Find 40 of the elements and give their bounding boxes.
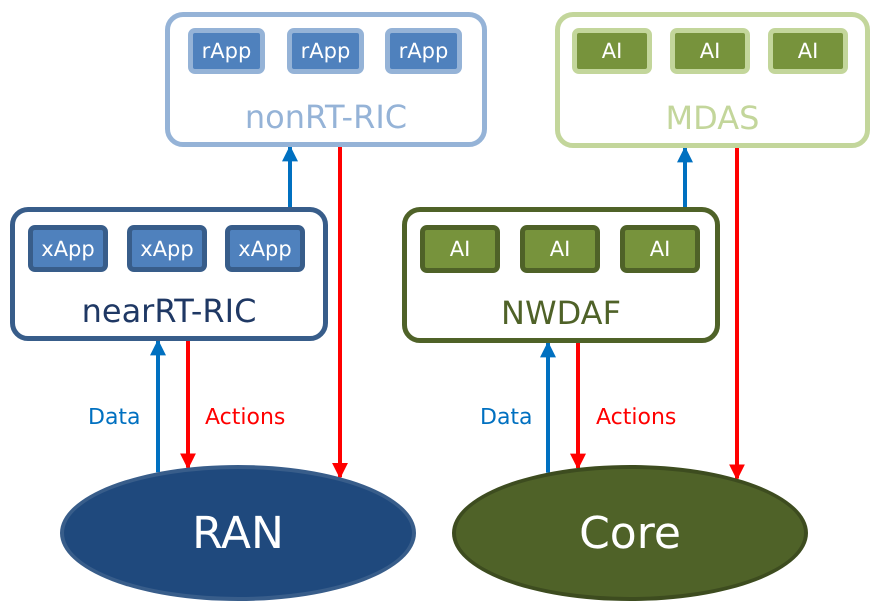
node-label: RAN [192,508,284,558]
node-label: Core [579,508,681,558]
node-label: rApp [300,39,350,63]
node-label: xApp [238,236,292,260]
app-box [572,28,652,74]
arrow [729,148,745,480]
app-box [768,28,848,74]
component-box [555,12,870,148]
node-label: MDAS [666,99,760,137]
arrow [332,147,348,479]
app-box [225,225,305,272]
node-label: AI [602,39,622,63]
app-box [287,28,364,74]
node-label: xApp [140,236,194,260]
arrow [282,145,298,207]
arrow [677,146,693,207]
app-box [670,28,750,74]
node-label: NWDAF [501,294,621,332]
app-box [28,225,108,272]
arrow [540,341,556,473]
node-label: AI [798,39,818,63]
node-label: AI [450,237,470,261]
arrow [150,339,166,472]
app-box [420,225,500,273]
component-box [402,207,720,343]
node-label: AI [700,39,720,63]
node-label: AI [650,237,670,261]
app-box [620,225,700,273]
app-box [520,225,600,273]
node-label: AI [550,237,570,261]
app-box [385,28,462,74]
component-box [165,12,487,147]
node-label: xApp [41,236,95,260]
component-box [10,207,328,341]
node-label: rApp [398,39,448,63]
node-label: nonRT-RIC [244,98,408,136]
node-label: rApp [202,39,252,63]
app-box [127,225,207,272]
app-box [188,28,265,74]
node-label: nearRT-RIC [82,292,256,330]
